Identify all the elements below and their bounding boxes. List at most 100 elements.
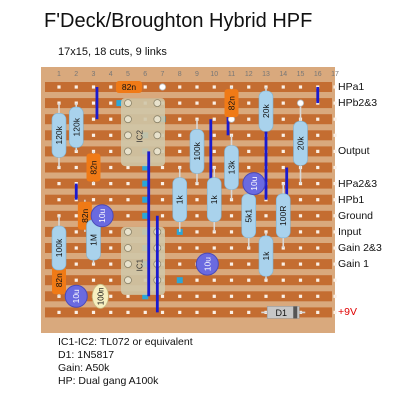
strip-hole xyxy=(195,294,199,298)
ic-pin xyxy=(153,115,162,124)
electrolytic-value: 10u xyxy=(202,257,212,271)
ic-pin xyxy=(124,227,132,236)
column-number: 4 xyxy=(109,71,113,78)
strip-hole xyxy=(281,101,285,105)
strip-hole xyxy=(212,310,216,314)
strip-hole xyxy=(109,149,113,153)
column-number: 9 xyxy=(195,71,199,78)
resistor: 100k xyxy=(189,129,205,174)
strip-hole xyxy=(229,262,234,266)
strip-hole xyxy=(109,165,113,170)
strip-hole xyxy=(247,101,251,105)
strip-hole xyxy=(229,198,234,202)
strip-hole xyxy=(247,133,251,137)
copper-strip xyxy=(45,130,332,141)
track-cut xyxy=(142,293,149,300)
strip-hole xyxy=(160,165,165,170)
connection-label: HPa2&3 xyxy=(338,177,378,190)
connection-label: HPb1 xyxy=(338,193,365,206)
track-cut xyxy=(116,100,123,107)
column-number: 7 xyxy=(161,71,165,78)
connection-label: Gain 2&3 xyxy=(338,242,382,254)
resistor-body xyxy=(51,113,67,158)
strip-hole xyxy=(247,149,251,153)
strip-hole xyxy=(298,246,303,250)
ic-pin xyxy=(153,131,162,140)
strip-hole xyxy=(333,182,337,186)
copper-strip xyxy=(45,194,332,205)
track-cut xyxy=(142,212,149,219)
film-capacitor: 82n xyxy=(224,89,239,118)
column-number: 11 xyxy=(228,71,235,78)
ic-pin xyxy=(124,244,132,252)
strip-hole xyxy=(178,246,182,250)
resistor-value: 1k xyxy=(175,194,185,204)
strip-hole xyxy=(247,278,251,282)
strip-hole xyxy=(160,182,165,186)
resistor: 120k xyxy=(51,113,67,158)
board-subtitle: 17x15, 18 cuts, 9 links xyxy=(58,46,167,58)
copper-strip xyxy=(45,307,332,318)
strip-hole xyxy=(195,246,199,250)
diode: D1 xyxy=(266,306,300,319)
resistor-body xyxy=(206,177,222,222)
column-number: 15 xyxy=(297,71,305,78)
strip-hole xyxy=(298,230,303,234)
film-capacitor: 82n xyxy=(116,81,142,93)
strip-hole xyxy=(281,294,285,298)
strip-hole xyxy=(264,198,268,202)
strip-hole xyxy=(57,214,61,218)
resistor-value: 13k xyxy=(227,160,237,174)
strip-hole xyxy=(316,149,320,153)
ceramic-body xyxy=(92,283,109,309)
electrolytic-capacitor: 10u xyxy=(90,204,114,228)
copper-strip xyxy=(45,162,332,173)
film-cap-body xyxy=(52,266,66,295)
strip-hole xyxy=(57,198,61,202)
resistor-body xyxy=(275,193,291,239)
strip-hole xyxy=(126,198,130,202)
strip-hole xyxy=(212,294,216,298)
strip-hole xyxy=(333,246,337,250)
resistor-value: 1k xyxy=(209,194,219,204)
strip-hole xyxy=(316,294,320,298)
strip-hole xyxy=(160,310,165,314)
strip-hole xyxy=(91,101,96,105)
strip-hole xyxy=(109,310,113,314)
strip-hole xyxy=(264,294,268,298)
connection-label: +9V xyxy=(338,306,357,319)
strip-hole xyxy=(178,310,182,314)
electrolytic-body xyxy=(64,284,88,308)
resistor: 120k xyxy=(68,106,84,148)
film-cap-value: 82n xyxy=(227,96,237,110)
ic1-body xyxy=(121,226,165,295)
column-number: 13 xyxy=(262,71,270,78)
film-capacitor: 82n xyxy=(86,153,101,182)
film-cap-body xyxy=(86,153,101,182)
strip-hole xyxy=(195,198,199,202)
film-cap-value: 82n xyxy=(80,208,90,222)
strip-hole xyxy=(109,230,113,234)
film-cap-value: 82n xyxy=(54,273,64,287)
strip-hole xyxy=(212,117,216,121)
track-cut xyxy=(142,196,149,203)
column-number: 3 xyxy=(92,71,96,78)
film-cap-value: 82n xyxy=(122,82,136,92)
ic-pin xyxy=(124,115,132,124)
resistor-value: 1k xyxy=(261,251,271,261)
strip-hole xyxy=(178,294,182,298)
copper-strip xyxy=(45,243,332,253)
strip-hole xyxy=(126,310,130,314)
film-cap-body xyxy=(116,81,142,93)
resistor-body xyxy=(258,235,274,277)
strip-hole xyxy=(316,262,320,266)
strip-hole xyxy=(281,117,285,121)
strip-hole xyxy=(316,165,320,170)
strip-hole xyxy=(298,278,303,282)
strip-hole xyxy=(212,149,216,153)
resistor-body xyxy=(224,145,239,190)
strip-hole xyxy=(229,133,234,137)
resistor-value: 20k xyxy=(296,136,306,150)
